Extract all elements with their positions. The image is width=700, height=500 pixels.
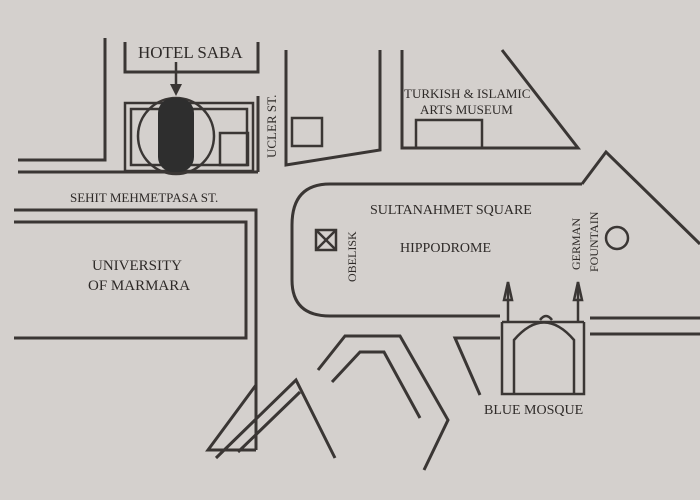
mosque-outline-icon <box>500 281 586 396</box>
museum-building <box>414 118 484 150</box>
hotel-annex <box>218 131 250 167</box>
hotel-saba-marker <box>123 62 255 176</box>
mosque-west-road <box>452 336 500 396</box>
hotel-label: HOTEL SABA <box>138 43 243 62</box>
hotel-building <box>158 98 194 172</box>
museum-label-line1: TURKISH & ISLAMIC <box>404 86 530 101</box>
german-fountain-label-line2: FOUNTAIN <box>587 211 601 272</box>
street-lines <box>14 38 700 471</box>
location-arrow-icon <box>170 84 182 96</box>
museum-label-line2: ARTS MUSEUM <box>420 102 513 117</box>
sultanahmet-square-label: SULTANAHMET SQUARE <box>370 203 532 218</box>
museum-block <box>400 49 582 150</box>
sehit-st-label: SEHIT MEHMETPASA ST. <box>70 190 218 205</box>
south-diagonal-3 <box>236 390 302 454</box>
west-road <box>18 38 107 162</box>
university-block <box>14 220 248 340</box>
hotel-street <box>123 42 260 74</box>
ucler-st-label: UCLER ST. <box>264 95 279 158</box>
hippodrome-label: HIPPODROME <box>400 241 491 256</box>
university-label-line2: OF MARMARA <box>88 278 190 294</box>
hippodrome-loop <box>290 182 582 318</box>
obelisk-label: OBELISK <box>345 231 359 282</box>
german-fountain-label-line1: GERMAN <box>569 218 583 270</box>
university-label-line1: UNIVERSITY <box>92 258 182 274</box>
crossed-square-icon <box>314 228 338 252</box>
sehit-st-bottom-edge <box>14 208 258 450</box>
ucler-st-east-edge <box>284 50 382 167</box>
ucler-building-1 <box>290 116 324 148</box>
blue-mosque-label: BLUE MOSQUE <box>484 403 583 418</box>
south-diagonal-2 <box>214 377 337 460</box>
circle-icon <box>604 225 630 251</box>
south-diagonal-4 <box>316 334 450 471</box>
south-diagonal-5 <box>330 350 422 419</box>
divan-road <box>580 149 700 246</box>
